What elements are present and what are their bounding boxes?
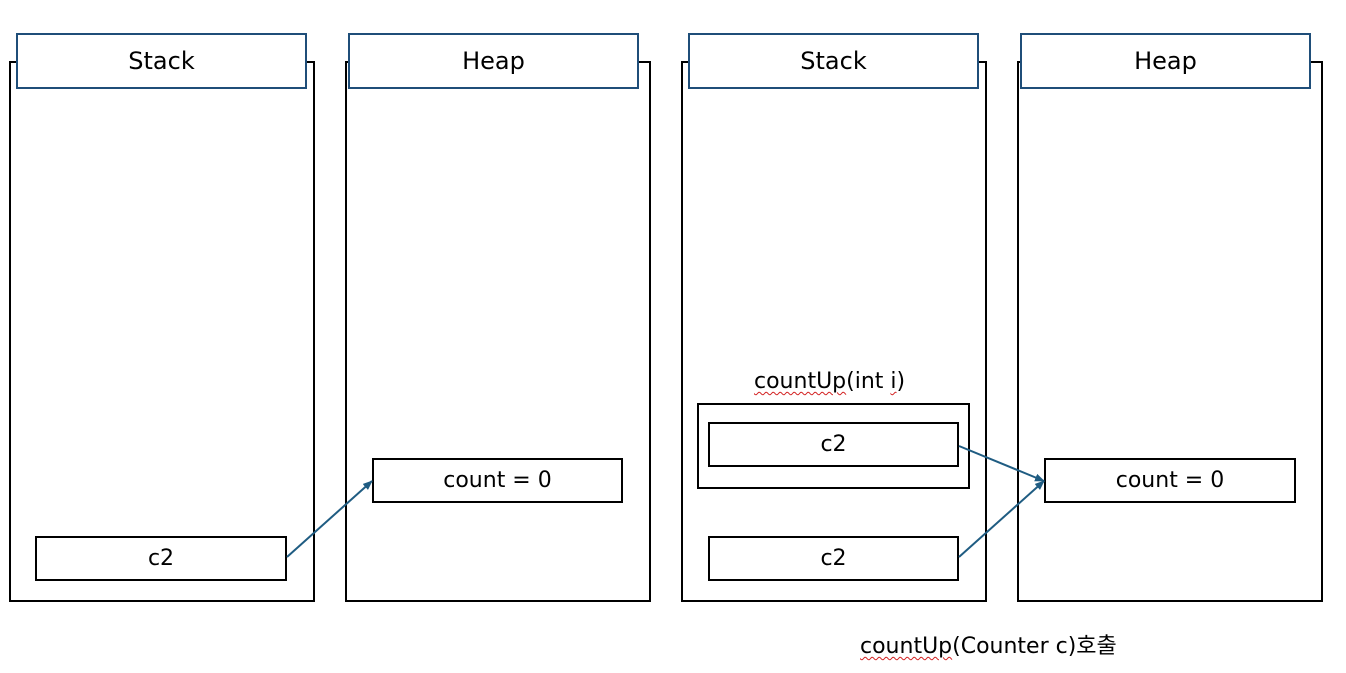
caption-method-name: countUp bbox=[860, 634, 953, 659]
left-stack-panel bbox=[9, 61, 315, 602]
caption-rest: (Counter c)호출 bbox=[952, 634, 1117, 659]
left-stack-header: Stack bbox=[16, 33, 307, 89]
right-heap-panel bbox=[1017, 61, 1323, 602]
frame-label-param-type: (int bbox=[846, 369, 891, 394]
right-heap-count-cell: count = 0 bbox=[1044, 458, 1296, 503]
left-heap-count-cell: count = 0 bbox=[372, 458, 623, 503]
right-heap-header: Heap bbox=[1020, 33, 1311, 89]
left-heap-panel bbox=[345, 61, 651, 602]
left-heap-header: Heap bbox=[348, 33, 639, 89]
right-stack-panel bbox=[681, 61, 987, 602]
frame-c2-cell: c2 bbox=[708, 422, 959, 467]
call-caption: countUp(Counter c)호출 bbox=[860, 628, 1117, 660]
left-stack-c2-cell: c2 bbox=[35, 536, 287, 581]
right-stack-header: Stack bbox=[688, 33, 979, 89]
frame-label-method-name: countUp bbox=[754, 369, 847, 394]
right-stack-c2-cell: c2 bbox=[708, 536, 959, 581]
frame-label-param-name: i bbox=[890, 369, 897, 394]
frame-label-close-paren: ) bbox=[896, 369, 906, 394]
method-frame-label: countUp(int i) bbox=[754, 369, 905, 394]
